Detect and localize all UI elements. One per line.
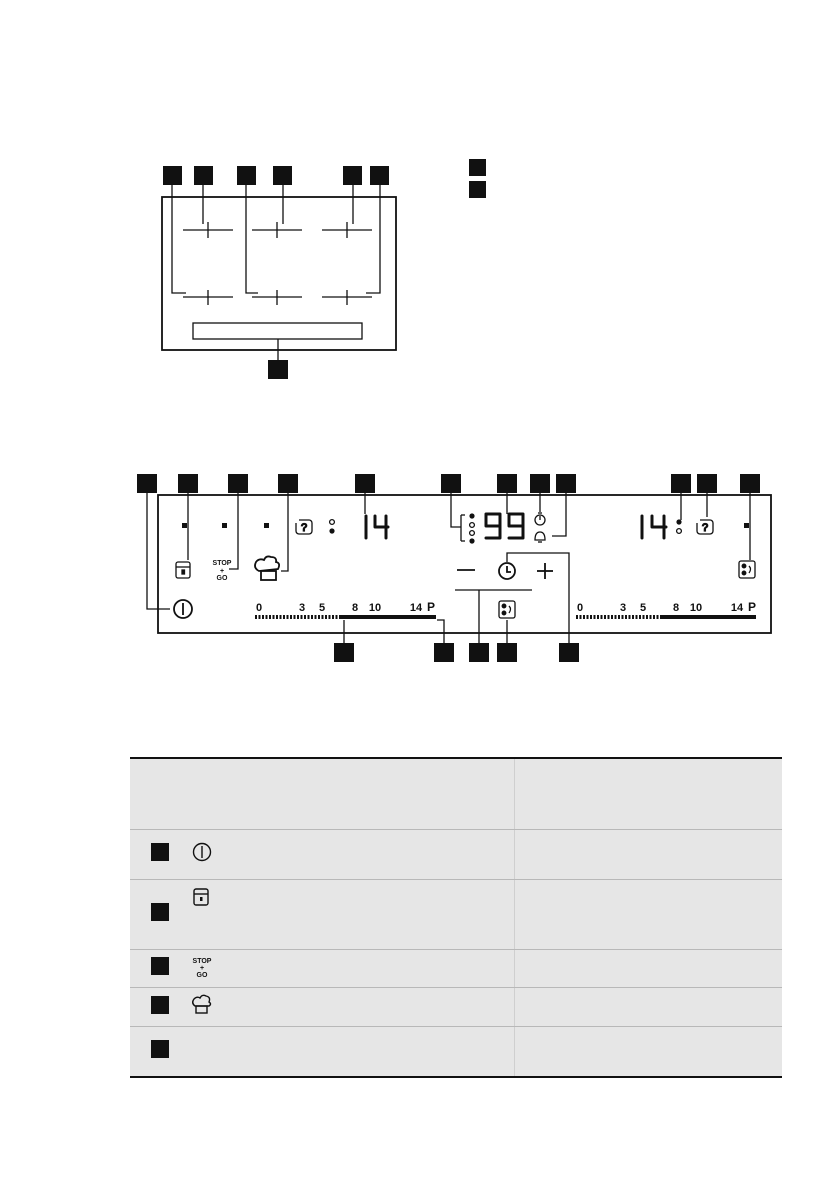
- slider-boost-label: P: [427, 600, 435, 614]
- slider-tick-label: 0: [577, 602, 583, 614]
- table-row: [130, 987, 782, 1027]
- slider-tick-label: 0: [256, 602, 262, 614]
- plus-button: [537, 563, 553, 579]
- hob-top-diagram: [161, 159, 486, 379]
- control-panel-strip: [192, 322, 363, 340]
- timer-clock-icon: [498, 562, 516, 580]
- chef-hat-icon: [192, 994, 212, 1014]
- slider-tick-label: 14: [731, 602, 744, 614]
- power-level-display-left: [364, 514, 390, 540]
- power-icon: [173, 599, 193, 619]
- function-table: STOP+GO: [130, 757, 782, 1078]
- svg-text:GO: GO: [217, 575, 228, 582]
- power-icon: [192, 842, 212, 862]
- slider-tick-label: 8: [352, 602, 358, 614]
- slider-tick-label: 14: [410, 602, 423, 614]
- svg-text:?: ?: [301, 522, 307, 534]
- slider-ticks-left: 0 3 5 8 10 14 P: [256, 600, 435, 614]
- row-number-badge: [151, 957, 169, 975]
- slider-tick-label: 8: [673, 602, 679, 614]
- table-row: [130, 829, 782, 880]
- chef-hat-icon: [254, 555, 281, 581]
- svg-text:+: +: [220, 568, 224, 575]
- table-row: [130, 879, 782, 950]
- slider-tick-label: 5: [640, 602, 646, 614]
- callout-badge: [163, 159, 486, 379]
- stop-go-icon: STOP+GO: [192, 958, 212, 979]
- callout-badge: [137, 474, 760, 493]
- cooking-zone-cross: [183, 290, 372, 305]
- row-number-badge: [151, 843, 169, 861]
- row-number-badge: [151, 903, 169, 921]
- row-number-badge: [151, 1039, 169, 1058]
- table-row: [130, 1026, 782, 1078]
- callout-badge: [334, 643, 579, 662]
- callout-leaders: [146, 493, 751, 643]
- control-panel-diagram: ? ?: [137, 474, 772, 662]
- hob-outline: [161, 196, 397, 351]
- table-header-row: [130, 757, 782, 830]
- callout-leaders: [171, 184, 381, 360]
- lock-icon: [193, 888, 209, 906]
- pan-detect-icon: ? ?: [295, 519, 714, 535]
- slider-tick-label: 10: [690, 602, 702, 614]
- stop-go-label: STOP: [213, 560, 232, 567]
- row-number-badge: [151, 995, 169, 1014]
- slider-tick-label: 5: [319, 602, 325, 614]
- lock-icon: [175, 561, 191, 579]
- stopwatch-icon: [534, 512, 546, 526]
- slider-tick-label: 3: [620, 602, 626, 614]
- bell-icon: [534, 531, 546, 543]
- slider-tick-label: 10: [369, 602, 381, 614]
- panel-outline: [157, 494, 772, 634]
- bridge-function-icon: [498, 560, 756, 619]
- slider-tick-label: 3: [299, 602, 305, 614]
- cooking-zone-cross: [183, 222, 372, 238]
- zone-indicator-dot: [182, 523, 749, 528]
- svg-text:?: ?: [702, 522, 708, 534]
- table-row: STOP+GO: [130, 949, 782, 988]
- bridge-indicator: [328, 513, 683, 544]
- timer-display: [484, 512, 525, 540]
- power-level-display-right: [640, 514, 668, 540]
- slider-ticks-right: 0 3 5 8 10 14 P: [577, 600, 756, 614]
- slider-boost-label: P: [748, 600, 756, 614]
